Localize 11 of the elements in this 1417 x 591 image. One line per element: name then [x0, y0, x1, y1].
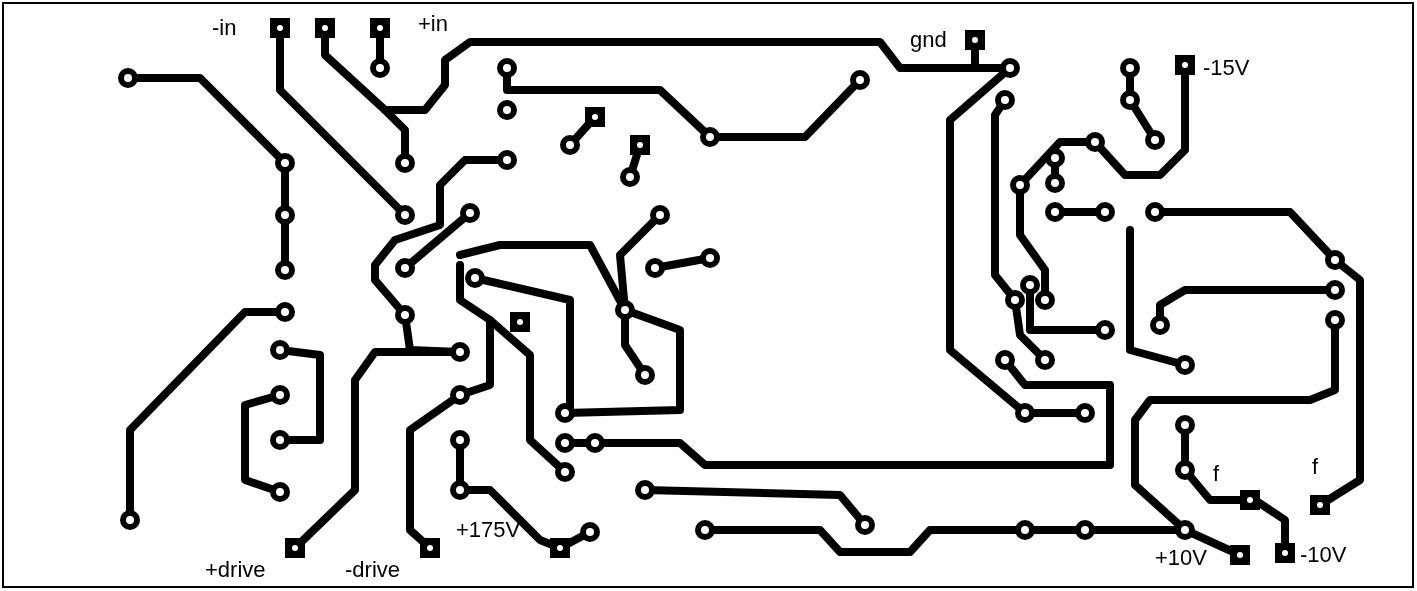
pin-label: -in [212, 16, 237, 40]
pin-label: -10V [1300, 543, 1347, 567]
pin-label: f [1312, 455, 1319, 479]
pin-label: gnd [910, 28, 947, 52]
pin-label: +10V [1155, 546, 1207, 570]
pin-label: +drive [205, 558, 266, 582]
pin-label: -drive [345, 558, 400, 582]
pin-label: -15V [1203, 56, 1250, 80]
pin-label: +175V [456, 518, 521, 542]
pin-label: +in [418, 12, 448, 36]
pin-label: f [1213, 462, 1220, 486]
